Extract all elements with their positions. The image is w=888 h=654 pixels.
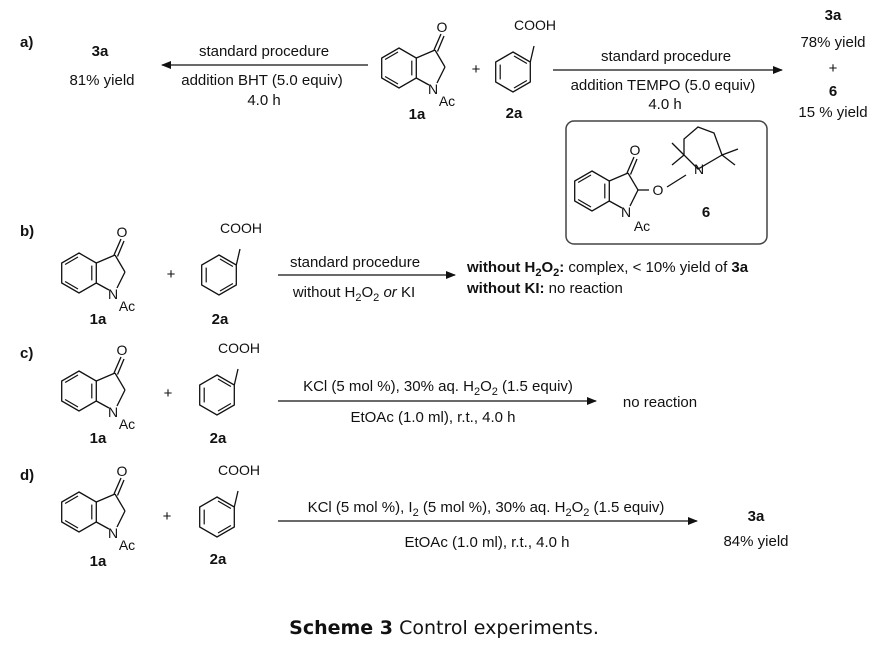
label-1a-panel-d: 1a <box>90 553 107 570</box>
yield-3a-tempo: 78% yield <box>800 34 865 51</box>
label-1a-panel-b: 1a <box>90 311 107 328</box>
arrow-tempo-below-2: 4.0 h <box>648 96 681 113</box>
result-panel-c: no reaction <box>623 394 697 411</box>
panel-label-a: a) <box>20 34 33 51</box>
molecule-2a-panel-c: COOH <box>199 340 260 416</box>
atom-n: N <box>108 404 118 420</box>
arrow-panel-c-above: KCl (5 mol %), 30% aq. H2O2 (1.5 equiv) <box>303 378 573 398</box>
result-without-h2o2: without H2O2: complex, < 10% yield of 3a <box>466 259 749 279</box>
molecule-1a-panel-c: O N Ac <box>61 342 135 432</box>
label-2a-panel-a: 2a <box>506 105 523 122</box>
caption-text: Control experiments. <box>393 617 599 639</box>
atom-o-ether: O <box>653 182 664 198</box>
product-3a-tempo: 3a <box>825 7 842 24</box>
atom-o: O <box>117 342 128 358</box>
yield-6: 15 % yield <box>798 104 867 121</box>
result-without-ki: without KI: no reaction <box>466 280 623 297</box>
tempo-adduct-box <box>565 120 768 245</box>
arrow-panel-b-above: standard procedure <box>290 254 420 271</box>
scheme-caption: Scheme 3 Control experiments. <box>0 617 888 639</box>
atom-cooh: COOH <box>220 220 262 236</box>
atom-n-piperidine: N <box>694 161 704 177</box>
molecule-1a-panel-b: O N Ac <box>61 224 135 314</box>
caption-label: Scheme 3 <box>289 617 394 639</box>
arrow-panel-d-above: KCl (5 mol %), I2 (5 mol %), 30% aq. H2O… <box>308 499 665 519</box>
atom-ac: Ac <box>119 537 135 553</box>
atom-o: O <box>117 224 128 240</box>
atom-n: N <box>108 525 118 541</box>
atom-cooh: COOH <box>218 340 260 356</box>
atom-ac: Ac <box>119 416 135 432</box>
arrow-tempo-below-1: addition TEMPO (5.0 equiv) <box>571 77 756 94</box>
arrow-panel-c-below: EtOAc (1.0 ml), r.t., 4.0 h <box>350 409 515 426</box>
label-1a-panel-c: 1a <box>90 430 107 447</box>
molecule-2a-panel-b: COOH <box>201 220 262 296</box>
arrow-bht-above: standard procedure <box>199 43 329 60</box>
molecule-1a-panel-a: O N Ac <box>381 19 455 109</box>
product-3a-bht: 3a <box>92 43 109 60</box>
panel-label-b: b) <box>20 223 34 240</box>
atom-n: N <box>428 81 438 97</box>
label-6: 6 <box>702 204 710 221</box>
arrow-tempo-above: standard procedure <box>601 48 731 65</box>
arrow-panel-b-below: without H2O2 or KI <box>292 284 415 304</box>
plus-panel-a: + <box>472 61 481 78</box>
atom-ac: Ac <box>119 298 135 314</box>
plus-products: + <box>829 60 838 77</box>
atom-o-carbonyl: O <box>630 142 641 158</box>
molecule-2a-panel-d: COOH <box>199 462 260 538</box>
product-3a-panel-d: 3a <box>748 508 765 525</box>
panel-label-c: c) <box>20 345 33 362</box>
atom-cooh: COOH <box>514 17 556 33</box>
arrow-bht-below-1: addition BHT (5.0 equiv) <box>181 72 342 89</box>
panel-label-d: d) <box>20 467 34 484</box>
yield-bht: 81% yield <box>69 72 134 89</box>
yield-panel-d: 84% yield <box>723 533 788 550</box>
atom-o: O <box>117 463 128 479</box>
product-6: 6 <box>829 83 837 100</box>
atom-ac-6: Ac <box>634 218 650 234</box>
atom-o: O <box>437 19 448 35</box>
molecule-1a-panel-d: O N Ac <box>61 463 135 553</box>
atom-n: N <box>108 286 118 302</box>
label-1a-panel-a: 1a <box>409 106 426 123</box>
arrow-bht-below-2: 4.0 h <box>247 92 280 109</box>
atom-n-6: N <box>621 204 631 220</box>
plus-panel-d: + <box>163 508 172 525</box>
label-2a-panel-b: 2a <box>212 311 229 328</box>
label-2a-panel-c: 2a <box>210 430 227 447</box>
plus-panel-c: + <box>164 385 173 402</box>
label-2a-panel-d: 2a <box>210 551 227 568</box>
molecule-6: O N Ac O N <box>574 126 739 234</box>
atom-cooh: COOH <box>218 462 260 478</box>
molecule-2a-panel-a: COOH <box>495 17 556 93</box>
atom-ac: Ac <box>439 93 455 109</box>
arrow-panel-d-below: EtOAc (1.0 ml), r.t., 4.0 h <box>404 534 569 551</box>
plus-panel-b: + <box>167 266 176 283</box>
